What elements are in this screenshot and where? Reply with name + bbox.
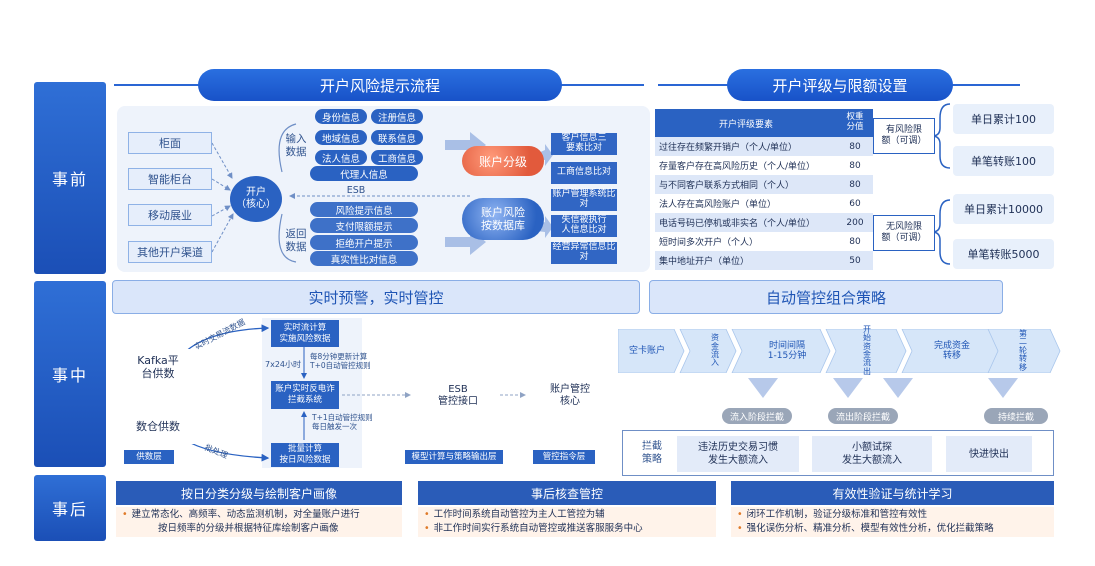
strategy-label: 拦截 策略: [642, 441, 662, 465]
realtime-warning-head: 实时预警，实时管控: [112, 280, 640, 314]
bullet-icon: •: [737, 523, 743, 534]
after-body-check: •工作时间系统自动管控为主人工管控为辅 •非工作时间实行系统自动管控或推送客服服…: [418, 507, 716, 537]
input-data-label: 输入 数据: [285, 133, 307, 159]
table-row: 短时间多次开户（个人）80: [655, 232, 873, 251]
check-three-elements: 客户信息三 要素比对: [551, 133, 617, 155]
stage-outflow-intercept: 流出阶段拦截: [828, 408, 898, 424]
list-item: •非工作时间实行系统自动管控或推送客服服务中心: [424, 523, 643, 534]
account-grading: 账户分级: [462, 146, 544, 176]
after-title-profile: 按日分类分级与绘制客户画像: [116, 481, 402, 505]
check-abnormal-operation: 经营异常信息比对: [551, 242, 617, 264]
flow-step-inflow: 资 金 流 入: [711, 333, 719, 368]
risk-limit-group: 有风险限 额（可调）: [873, 118, 935, 154]
anti-fraud-box: 账户实时反电诈 拦截系统: [271, 381, 339, 409]
channel-smart-counter: 智能柜台: [128, 168, 212, 190]
stream-calc-box: 实时流计算 实施风险数据: [271, 320, 339, 347]
norisk-single-limit: 单笔转账5000: [953, 239, 1054, 269]
input-tag-legal-person: 法人信息: [315, 150, 367, 165]
rating-title: 开户评级与限额设置: [727, 69, 953, 101]
table-row: 电话号码已停机或非实名（个人/单位）200: [655, 213, 873, 232]
risk-daily-limit: 单日累计100: [953, 104, 1054, 134]
check-account-system: 账户管理系统比对: [551, 189, 617, 211]
channel-counter: 柜面: [128, 132, 212, 154]
strategy-history: 违法历史交易习惯 发生大额流入: [677, 436, 799, 472]
list-item: 按日频率的分级并根据特征库绘制客户画像: [158, 523, 339, 534]
flow-step-empty-card: 空卡账户: [628, 345, 665, 356]
flow-step-outflow: 开 始 资 金 流 出: [863, 324, 871, 376]
batch-note: T+1自动管控规则 每日触发一次: [312, 413, 373, 432]
after-title-check: 事后核查管控: [418, 481, 716, 505]
table-row: 法人存在高风险账户（单位）60: [655, 194, 873, 213]
return-data-label: 返回 数据: [285, 228, 307, 254]
table-row: 存量客户存在高风险历史（个人/单位）80: [655, 156, 873, 175]
phase-during: 事中: [34, 281, 106, 467]
open-flow-title: 开户风险提示流程: [198, 69, 562, 101]
command-layer: 管控指令层: [533, 450, 595, 464]
channel-mobile: 移动展业: [128, 204, 212, 226]
input-tag-business: 工商信息: [371, 150, 423, 165]
input-tag-registration: 注册信息: [371, 109, 423, 124]
bullet-icon: •: [122, 509, 128, 520]
bullet-icon: •: [424, 523, 430, 534]
return-tag-reject: 拒绝开户提示: [310, 235, 418, 250]
auto-control-head: 自动管控组合策略: [649, 280, 1003, 314]
rating-header-factor: 开户评级要素: [655, 109, 837, 137]
chevron-flow: [618, 329, 1061, 373]
rating-table: 开户评级要素 权重 分值 过往存在频繁开销户（个人/单位）80 存量客户存在高风…: [655, 109, 873, 270]
table-row: 与不同客户联系方式相同（个人）80: [655, 175, 873, 194]
model-layer: 模型计算与策略输出层: [405, 450, 503, 464]
rating-header-weight: 权重 分值: [837, 109, 873, 137]
channel-other: 其他开户渠道: [128, 241, 212, 263]
supply-layer: 供数层: [124, 450, 174, 464]
list-item: •强化误伤分析、精准分析、模型有效性分析，优化拦截策略: [737, 523, 994, 534]
bullet-icon: •: [424, 509, 430, 520]
input-tag-agent: 代理人信息: [310, 166, 418, 181]
risk-single-limit: 单笔转账100: [953, 146, 1054, 176]
stage-inflow-intercept: 流入阶段拦截: [722, 408, 792, 424]
table-row: 集中地址开户（单位）50: [655, 251, 873, 270]
table-row: 过往存在频繁开销户（个人/单位）80: [655, 137, 873, 156]
list-item: •建立常态化、高频率、动态监测机制，对全量账户进行: [122, 509, 360, 520]
flow-step-second-round: 第 二 轮 转 移: [1019, 329, 1027, 372]
list-item: •工作时间系统自动管控为主人工管控为辅: [424, 509, 605, 520]
strategy-frame: [622, 430, 1054, 476]
bullet-icon: •: [737, 509, 743, 520]
batch-calc-box: 批量计算 按日风险数据: [271, 443, 339, 467]
check-business: 工商信息比对: [551, 162, 617, 184]
input-tag-contact: 联系信息: [371, 130, 423, 145]
after-body-validation: •闭环工作机制，验证分级标准和管控有效性 •强化误伤分析、精准分析、模型有效性分…: [731, 507, 1054, 537]
return-tag-authenticity: 真实性比对信息: [310, 251, 418, 266]
risk-database: 账户风险 按数据库: [462, 198, 544, 240]
return-tag-risk: 风险提示信息: [310, 202, 418, 217]
after-title-validation: 有效性验证与统计学习: [731, 481, 1054, 505]
input-tag-region: 地域信息: [315, 130, 367, 145]
account-control-core: 账户管控 核心: [550, 383, 590, 408]
core-circle: 开户 （核心）: [230, 176, 282, 222]
input-tag-identity: 身份信息: [315, 109, 367, 124]
strategy-fast-in-out: 快进快出: [946, 436, 1032, 472]
list-item: •闭环工作机制，验证分级标准和管控有效性: [737, 509, 928, 520]
esb-label: ESB: [346, 185, 366, 196]
phase-before: 事前: [34, 82, 106, 274]
check-dishonest: 失信被执行 人信息比对: [551, 215, 617, 237]
stream-note-a: 7x24小时: [265, 360, 302, 369]
norisk-daily-limit: 单日累计10000: [953, 194, 1054, 224]
return-tag-limit: 支付限额提示: [310, 218, 418, 233]
warehouse-supply: 数仓供数: [118, 408, 198, 444]
phase-after: 事后: [34, 475, 106, 541]
flow-step-interval: 时间间隔 1-15分钟: [767, 340, 807, 361]
norisk-limit-group: 无风险限 额（可调）: [873, 215, 935, 251]
stage-continuous-intercept: 持续拦截: [984, 408, 1048, 424]
flow-step-transfer: 完成资金 转移: [933, 340, 970, 361]
esb-interface: ESB 管控接口: [438, 383, 478, 408]
strategy-probe: 小额试探 发生大额流入: [812, 436, 932, 472]
stream-note-b: 每8分钟更新计算 T+0自动管控规则: [310, 352, 371, 371]
after-body-profile: •建立常态化、高频率、动态监测机制，对全量账户进行 按日频率的分级并根据特征库绘…: [116, 507, 402, 537]
kafka-supply: Kafka平 台供数: [118, 349, 198, 385]
